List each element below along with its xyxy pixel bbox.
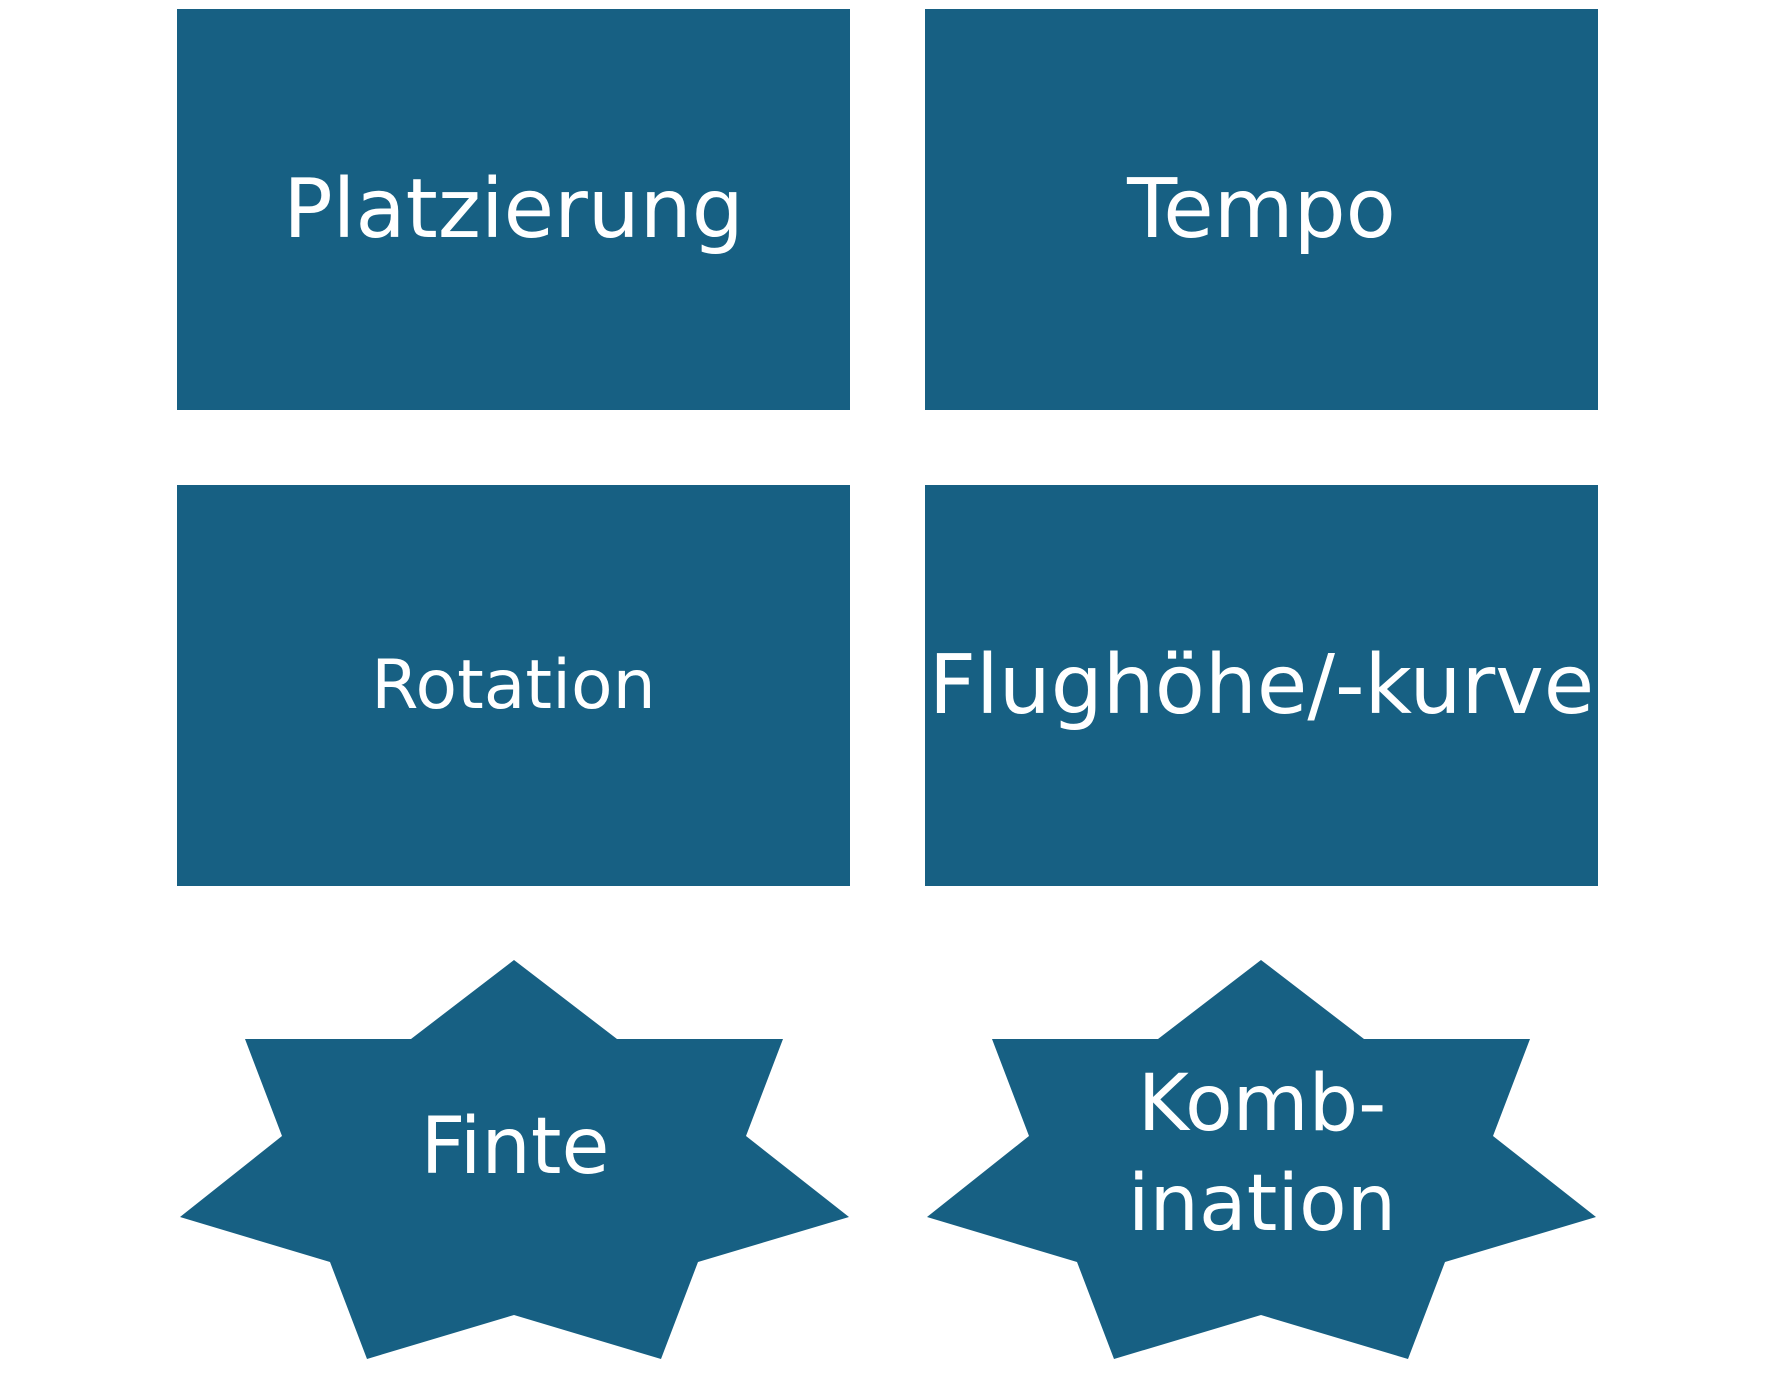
platzierung-box: Platzierung [177, 9, 850, 410]
rotation-box: Rotation [177, 485, 850, 886]
kombination-star-shape [927, 960, 1596, 1359]
finte-star: Finte [180, 960, 850, 1370]
finte-star-shape [180, 960, 849, 1359]
flughoehe-label: Flughöhe/-kurve [928, 637, 1595, 733]
platzierung-label: Platzierung [283, 161, 744, 257]
kombination-label-line2: ination [1127, 1159, 1397, 1249]
flughoehe-box: Flughöhe/-kurve [925, 485, 1598, 886]
tempo-label: Tempo [1127, 161, 1396, 257]
kombination-label-line1: Komb- [1137, 1059, 1387, 1149]
tempo-box: Tempo [925, 9, 1598, 410]
kombination-star: Komb- ination [927, 960, 1597, 1370]
rotation-label: Rotation [371, 645, 656, 725]
finte-label: Finte [420, 1102, 610, 1192]
